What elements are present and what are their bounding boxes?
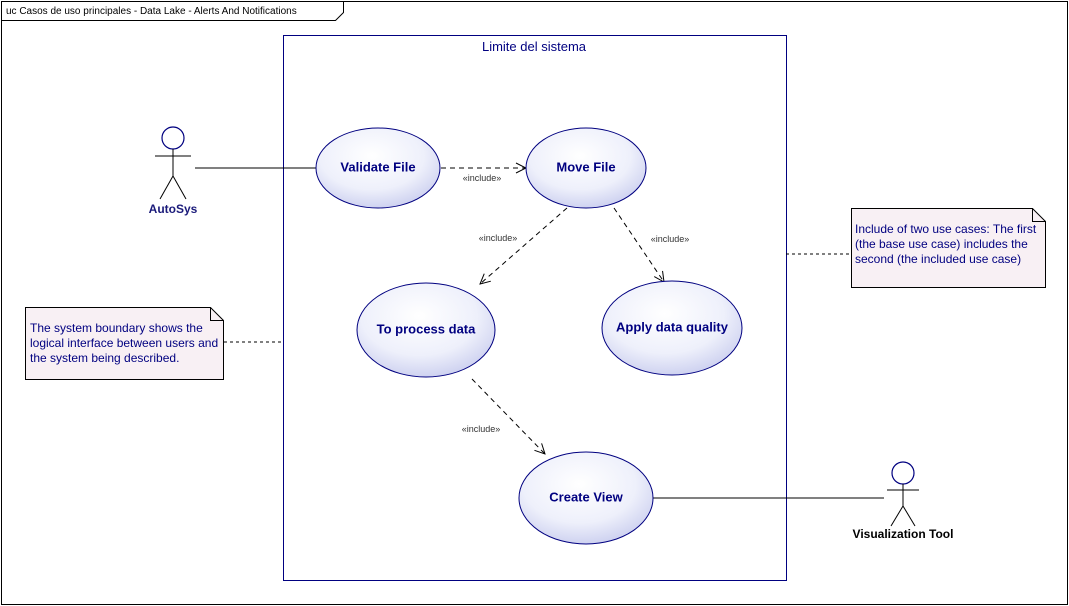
include-label-move-process: «include» <box>479 233 518 243</box>
use-case-to-process-data[interactable]: To process data <box>356 282 496 378</box>
use-case-label: To process data <box>377 321 477 336</box>
system-boundary-title: Limite del sistema <box>482 39 587 54</box>
note-fold-icon <box>210 307 224 321</box>
actor-head-icon <box>161 126 185 150</box>
include-label-move-quality: «include» <box>651 234 690 244</box>
actor-head-icon <box>891 461 915 485</box>
use-case-label: Apply data quality <box>616 319 729 334</box>
frame-title-tab <box>1 1 344 21</box>
use-case-label: Validate File <box>340 159 415 174</box>
use-case-apply-data-quality[interactable]: Apply data quality <box>601 280 743 376</box>
actor-autosys[interactable]: AutoSys <box>149 126 198 216</box>
use-case-create-view[interactable]: Create View <box>518 451 654 545</box>
note-system-boundary-text: The system boundary shows the logical in… <box>30 321 219 365</box>
include-move-to-process[interactable] <box>480 207 568 284</box>
include-move-to-quality[interactable] <box>613 207 664 282</box>
use-case-validate-file[interactable]: Validate File <box>315 127 441 209</box>
actor-label: Visualization Tool <box>853 527 954 541</box>
actor-visualization-tool[interactable]: Visualization Tool <box>853 461 954 541</box>
use-case-label: Create View <box>549 489 623 504</box>
use-case-move-file[interactable]: Move File <box>525 127 647 209</box>
include-label-process-view: «include» <box>462 424 501 434</box>
note-include-text: Include of two use cases: The first (the… <box>855 222 1037 266</box>
note-include[interactable] <box>851 208 1046 288</box>
include-label-validate-move: «include» <box>463 173 502 183</box>
use-case-label: Move File <box>556 159 615 174</box>
note-system-boundary[interactable] <box>25 307 224 380</box>
note-fold-icon <box>1032 208 1046 222</box>
frame-title: uc Casos de uso principales - Data Lake … <box>6 6 297 17</box>
actor-label: AutoSys <box>149 202 198 216</box>
